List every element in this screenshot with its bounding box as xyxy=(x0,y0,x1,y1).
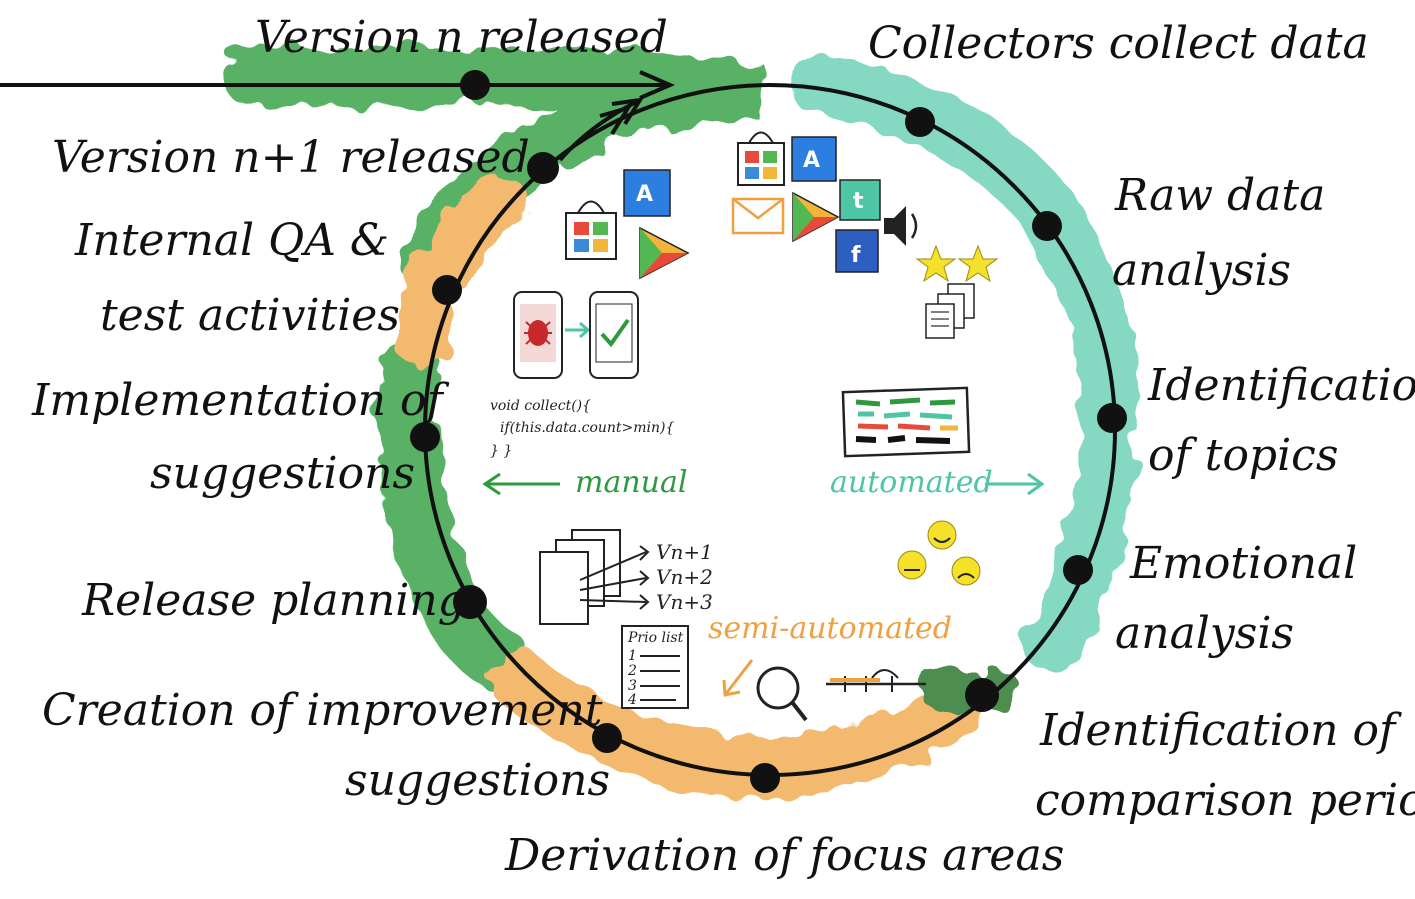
facebook-icon: f xyxy=(835,229,879,273)
code-snippet: void collect(){ if(this.data.count>min){… xyxy=(490,398,674,459)
label-semi-automated: semi-automated xyxy=(708,611,952,646)
dot-emotional xyxy=(1063,555,1093,585)
label-release-planning: Release planning xyxy=(81,575,466,626)
timeline-arrowhead xyxy=(639,70,676,100)
dot-collectors xyxy=(905,107,935,137)
svg-text:A: A xyxy=(636,182,653,207)
tumblr-icon: t xyxy=(839,179,881,221)
orange-wash-left xyxy=(394,174,526,366)
label-collectors: Collectors collect data xyxy=(868,18,1369,69)
label-topics-1: Identification xyxy=(1147,360,1415,411)
code-line-2: if(this.data.count>min){ xyxy=(500,420,674,436)
svg-text:f: f xyxy=(851,243,861,268)
label-improvement-1: Creation of improvement xyxy=(42,685,603,736)
speaker-icon xyxy=(884,206,918,246)
label-manual: manual xyxy=(575,465,687,500)
dot-raw-data xyxy=(1032,211,1062,241)
code-line-3: } } xyxy=(490,443,512,459)
play-store-icon xyxy=(639,226,690,280)
version-v3: Vn+3 xyxy=(656,590,713,614)
prio-list-title: Prio list xyxy=(627,630,684,646)
document-stack-icon xyxy=(539,529,621,625)
label-qa-2: test activities xyxy=(100,290,400,341)
topic-highlight-board xyxy=(841,386,971,458)
code-line-1: void collect(){ xyxy=(490,398,591,414)
semi-automated-arrow xyxy=(722,659,754,697)
green-wash-left xyxy=(376,339,531,691)
manual-sketches: A void collect(){ if(this.data.count>min… xyxy=(490,169,690,459)
label-implementation-2: suggestions xyxy=(150,448,415,499)
manual-arrow xyxy=(482,472,560,496)
label-qa-1: Internal QA & xyxy=(74,215,389,266)
label-implementation-1: Implementation of xyxy=(31,375,449,426)
google-play-bag-icon xyxy=(737,131,785,186)
cycle-entry-arrowhead xyxy=(611,97,644,126)
fixed-phone-icon xyxy=(589,291,639,379)
prio-list-icon: Prio list 1 2 3 4 xyxy=(621,625,689,709)
label-raw-data-2: analysis xyxy=(1112,245,1291,296)
label-raw-data-1: Raw data xyxy=(1114,170,1325,221)
semi-automated-sketches: Vn+1 Vn+2 Vn+3 Prio list 1 2 3 4 xyxy=(539,529,926,722)
google-play-bag-icon xyxy=(565,200,617,260)
label-comparison-2: comparison periods xyxy=(1035,775,1415,826)
label-version-n1: Version n+1 released xyxy=(52,132,530,183)
svg-text:t: t xyxy=(853,189,864,214)
bug-phone-icon xyxy=(513,291,563,379)
mail-icon xyxy=(731,197,785,235)
dot-improvement xyxy=(592,723,622,753)
dot-implementation xyxy=(410,422,440,452)
cycle-entry-arrow xyxy=(558,98,641,162)
label-emotional-1: Emotional xyxy=(1129,538,1357,589)
dot-focus xyxy=(750,763,780,793)
stage-labels: Version n released Collectors collect da… xyxy=(31,12,1415,881)
label-focus-areas: Derivation of focus areas xyxy=(504,830,1064,881)
version-arrows: Vn+1 Vn+2 Vn+3 xyxy=(579,540,713,614)
play-store-icon xyxy=(792,191,840,243)
inner-arrowhead xyxy=(599,104,633,136)
dot-topics xyxy=(1097,403,1127,433)
app-store-icon: A xyxy=(623,169,671,217)
label-version-n-released: Version n released xyxy=(255,12,668,63)
app-store-icon: A xyxy=(791,136,837,182)
svg-text:1: 1 xyxy=(628,648,637,664)
dot-version-n xyxy=(460,70,490,100)
documents-icon xyxy=(925,283,975,339)
label-improvement-2: suggestions xyxy=(345,755,610,806)
automated-sketches: A t f xyxy=(731,131,999,586)
label-comparison-1: Identification of xyxy=(1039,705,1402,756)
version-v1: Vn+1 xyxy=(656,540,713,564)
star-rating-icon xyxy=(915,244,999,283)
dot-qa xyxy=(432,275,462,305)
svg-text:3: 3 xyxy=(628,678,637,694)
svg-text:2: 2 xyxy=(627,663,637,679)
timeline-period-icon xyxy=(826,669,926,692)
version-v2: Vn+2 xyxy=(656,565,713,589)
dot-release-planning xyxy=(453,585,487,619)
mode-labels: manual automated semi-automated xyxy=(482,465,1045,697)
dot-version-n1 xyxy=(527,152,559,184)
label-automated: automated xyxy=(830,465,993,500)
automated-arrow xyxy=(985,472,1045,496)
fix-arrow xyxy=(565,321,591,339)
magnifier-icon xyxy=(756,666,808,722)
stage-dots xyxy=(410,70,1127,793)
emotion-faces-icon xyxy=(897,520,981,586)
svg-text:A: A xyxy=(803,148,820,173)
label-topics-2: of topics xyxy=(1148,430,1338,481)
label-emotional-2: analysis xyxy=(1115,608,1294,659)
svg-text:4: 4 xyxy=(627,692,637,708)
dot-comparison xyxy=(965,678,999,712)
